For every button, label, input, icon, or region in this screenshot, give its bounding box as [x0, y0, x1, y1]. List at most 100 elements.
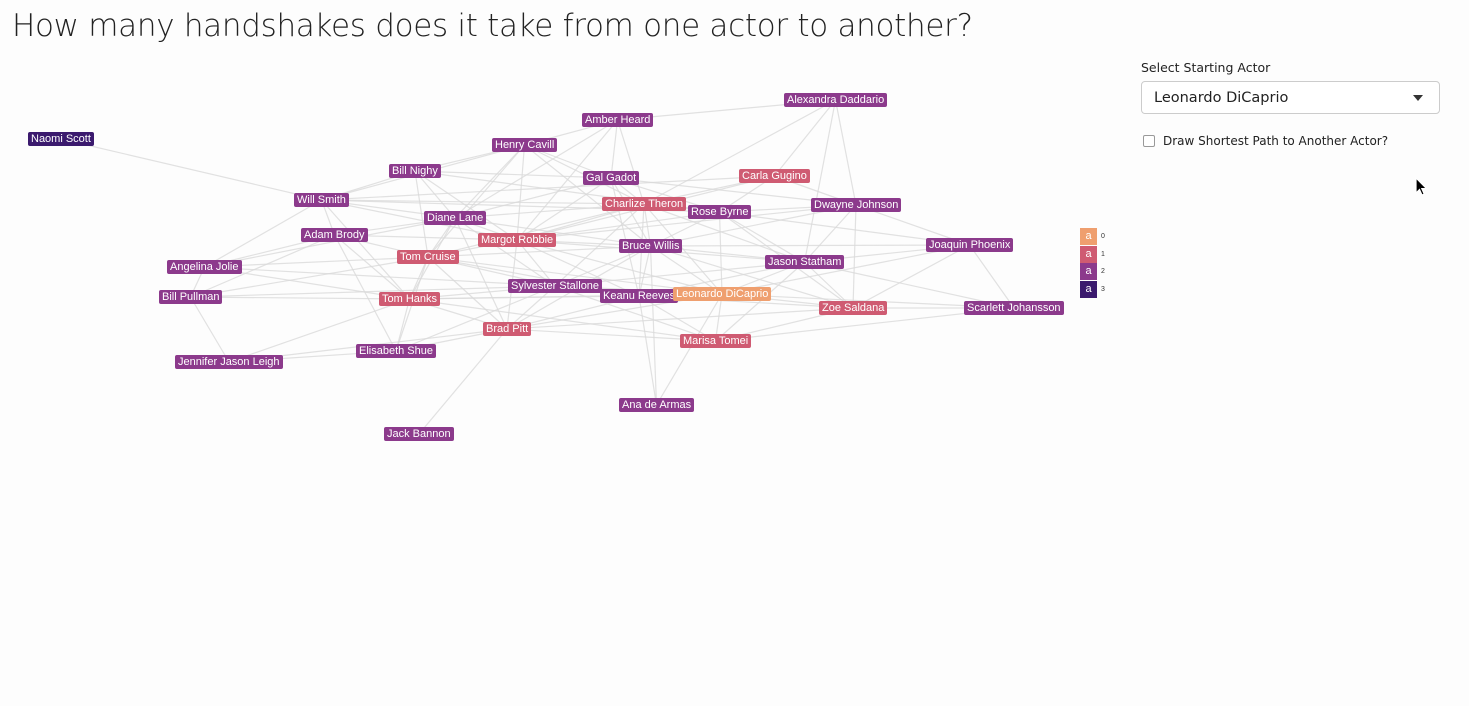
mouse-pointer-icon: [1415, 177, 1428, 196]
network-edge: [834, 99, 857, 206]
actor-node[interactable]: Tom Cruise: [397, 250, 459, 264]
select-actor-label: Select Starting Actor: [1141, 60, 1271, 75]
network-edge: [969, 244, 1015, 309]
network-edge: [516, 239, 723, 295]
actor-node[interactable]: Dwayne Johnson: [811, 198, 902, 212]
network-edge: [60, 138, 322, 201]
network-edge: [414, 170, 612, 179]
actor-node[interactable]: Will Smith: [294, 193, 349, 207]
network-edge: [610, 119, 619, 179]
network-edge: [409, 298, 716, 342]
network-edge: [804, 204, 857, 263]
network-edge: [638, 295, 658, 406]
shortest-path-label[interactable]: Draw Shortest Path to Another Actor?: [1163, 134, 1389, 148]
network-edge: [427, 245, 651, 258]
actor-node[interactable]: Sylvester Stallone: [508, 279, 603, 293]
legend-level-label: 3: [1101, 285, 1105, 293]
network-edge: [554, 285, 716, 342]
actor-node[interactable]: Bill Nighy: [389, 164, 441, 178]
actor-node[interactable]: Elisabeth Shue: [356, 344, 436, 358]
actor-node[interactable]: Margot Robbie: [478, 233, 557, 247]
actor-node[interactable]: Henry Cavill: [492, 138, 558, 152]
actor-node[interactable]: Scarlett Johansson: [964, 301, 1064, 315]
legend-swatch: a: [1080, 263, 1097, 281]
network-edge: [204, 256, 429, 268]
actor-node[interactable]: Diane Lane: [424, 211, 487, 225]
network-edge: [649, 245, 658, 406]
network-edge: [189, 296, 230, 363]
selected-actor-value: Leonardo DiCaprio: [1154, 90, 1289, 106]
network-edge: [655, 293, 723, 406]
actor-node[interactable]: Jason Statham: [765, 255, 845, 269]
network-edge: [418, 328, 508, 435]
actor-node[interactable]: Amber Heard: [582, 113, 654, 127]
network-edge: [650, 244, 970, 247]
actor-node[interactable]: Bill Pullman: [159, 290, 223, 304]
starting-actor-dropdown[interactable]: Leonardo DiCaprio: [1141, 81, 1440, 114]
network-edge: [321, 199, 410, 300]
legend-swatch: a: [1080, 245, 1097, 263]
network-edge: [516, 239, 640, 297]
actor-node[interactable]: Tom Hanks: [379, 292, 441, 306]
network-edge: [454, 217, 508, 330]
actor-node[interactable]: Ana de Armas: [619, 398, 695, 412]
actor-node[interactable]: Gal Gadot: [583, 171, 640, 185]
network-edge: [506, 285, 556, 330]
network-edge: [190, 285, 556, 298]
actor-node[interactable]: Keanu Reeves: [600, 289, 679, 303]
actor-node[interactable]: Angelina Jolie: [167, 260, 242, 274]
network-edge: [190, 296, 410, 300]
actor-node[interactable]: Naomi Scott: [28, 132, 94, 146]
network-edge: [414, 170, 518, 241]
actor-node[interactable]: Joaquin Phoenix: [926, 238, 1014, 252]
network-edge: [204, 217, 456, 268]
network-edge: [516, 239, 556, 287]
network-edge: [204, 266, 556, 287]
network-edge: [638, 245, 652, 297]
caret-down-icon[interactable]: [1413, 95, 1423, 101]
actor-node[interactable]: Alexandra Daddario: [784, 93, 888, 107]
network-edge: [506, 307, 854, 330]
shortest-path-checkbox[interactable]: [1143, 135, 1155, 147]
network-edge: [721, 244, 970, 295]
legend-level-label: 1: [1101, 250, 1105, 258]
actor-node[interactable]: Marisa Tomei: [680, 334, 752, 348]
actor-node[interactable]: Jennifer Jason Leigh: [175, 355, 283, 369]
actor-node[interactable]: Adam Brody: [301, 228, 368, 242]
legend-level-label: 0: [1101, 233, 1105, 241]
actor-node[interactable]: Charlize Theron: [602, 197, 687, 211]
actor-node[interactable]: Rose Byrne: [688, 205, 752, 219]
network-edge: [650, 245, 723, 295]
network-edge: [852, 244, 970, 309]
network-edge: [524, 144, 651, 247]
legend-swatch: a: [1080, 280, 1097, 298]
network-edge: [454, 217, 651, 247]
actor-node[interactable]: Zoe Saldana: [819, 301, 888, 315]
network-edge: [427, 256, 508, 330]
shortest-path-option[interactable]: Draw Shortest Path to Another Actor?: [1141, 134, 1441, 148]
actor-node[interactable]: Bruce Willis: [619, 239, 683, 253]
network-edge: [321, 199, 645, 205]
network-edge: [643, 99, 836, 205]
legend-swatch: a: [1080, 228, 1097, 246]
network-edge: [516, 204, 857, 241]
controls-panel: Select Starting Actor Leonardo DiCaprio …: [1141, 60, 1441, 148]
network-edge: [516, 144, 526, 241]
network-edge: [650, 245, 854, 309]
actor-node[interactable]: Leonardo DiCaprio: [673, 287, 772, 301]
actor-node[interactable]: Jack Bannon: [384, 427, 454, 441]
network-edge: [454, 217, 556, 287]
network-edge: [321, 175, 775, 201]
network-edge: [715, 261, 805, 342]
actor-node[interactable]: Brad Pitt: [483, 322, 532, 336]
network-edge: [190, 256, 429, 298]
actor-node[interactable]: Carla Gugino: [739, 169, 810, 183]
page-title: How many handshakes does it take from on…: [12, 8, 973, 44]
network-edge: [643, 203, 805, 263]
network-edge: [803, 99, 837, 263]
